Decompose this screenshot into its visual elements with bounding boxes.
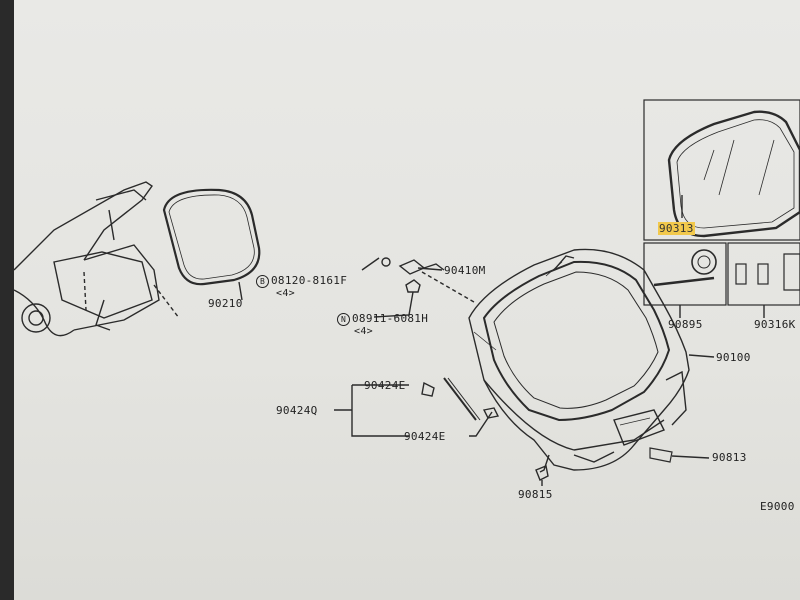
label-inset-part-b: 90316K bbox=[754, 318, 796, 331]
nut-prefix-circle: N bbox=[337, 312, 350, 326]
glass-inset-box bbox=[643, 99, 800, 318]
label-lock: 90410M bbox=[444, 264, 486, 277]
parts-drawing bbox=[14, 99, 800, 486]
label-stay-bracket-upper: 90424E bbox=[364, 379, 406, 392]
label-door-panel: 90100 bbox=[716, 351, 751, 364]
label-back-glass: 90313 bbox=[658, 222, 695, 235]
label-diagram-code: E9000 bbox=[760, 500, 795, 513]
label-handle: 90813 bbox=[712, 451, 747, 464]
label-inset-part-a: 90895 bbox=[668, 318, 703, 331]
label-trunk-seal: 90210 bbox=[208, 297, 243, 310]
label-screw-qty: <4> bbox=[276, 288, 295, 299]
label-nut-qty: <4> bbox=[354, 326, 373, 337]
label-clip: 90815 bbox=[518, 488, 553, 501]
label-stay-bracket-lower: 90424E bbox=[404, 430, 446, 443]
label-nut-code: 08911-6081H bbox=[352, 312, 429, 325]
label-screw-code: 08120-8161F bbox=[271, 274, 348, 287]
back-door-drawing bbox=[468, 248, 715, 486]
screw-prefix-circle: B bbox=[256, 274, 269, 288]
label-stay-set: 90424Q bbox=[276, 404, 318, 417]
trunk-seal-drawing bbox=[162, 188, 261, 301]
car-rear-illustration bbox=[14, 181, 160, 337]
